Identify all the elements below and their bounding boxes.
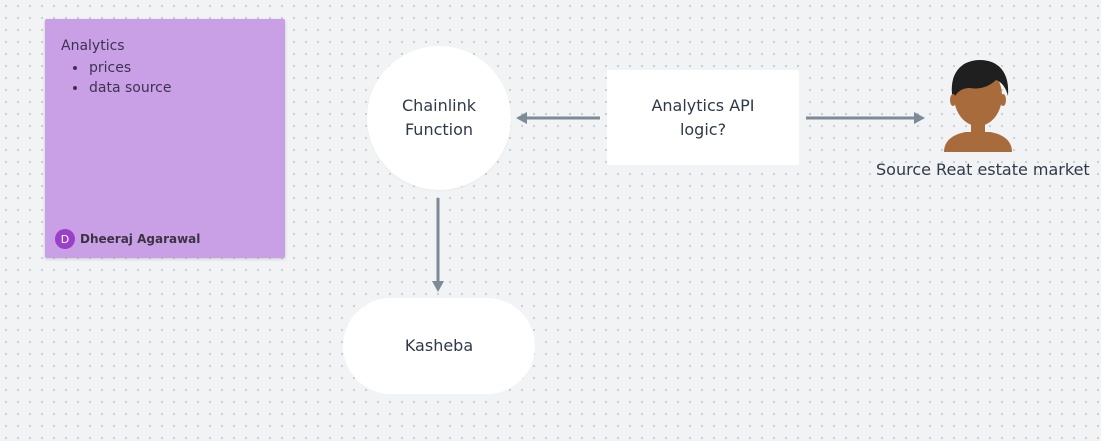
person-hair (951, 60, 1009, 98)
analytics-api-label-line2: logic? (679, 119, 727, 139)
analytics-api-node[interactable]: Analytics API logic? (607, 70, 799, 165)
sticky-note-item: prices (61, 58, 171, 78)
person-shoulders (944, 132, 1012, 152)
sticky-note-title: Analytics (61, 38, 125, 54)
kasheba-node[interactable]: Kasheba (343, 298, 535, 394)
arrow-chainlink-to-kasheba (432, 198, 444, 292)
person-ear-left (950, 94, 956, 106)
sticky-note-author: D Dheeraj Agarawal (55, 229, 200, 249)
author-name: Dheeraj Agarawal (80, 232, 201, 246)
chainlink-function-node[interactable]: Chainlink Function (367, 46, 511, 190)
sticky-note-item: data source (61, 78, 171, 98)
source-market-label: Source Reat estate market (876, 160, 1090, 179)
chainlink-node-label-line2: Function (404, 120, 474, 139)
analytics-api-label-line1: Analytics API (651, 95, 755, 115)
arrow-api-to-source (806, 112, 925, 124)
arrow-api-to-chainlink (516, 112, 600, 124)
sticky-note[interactable]: Analytics prices data source D Dheeraj A… (45, 19, 285, 258)
person-icon[interactable] (936, 58, 1020, 154)
chainlink-node-label-line1: Chainlink (402, 96, 476, 115)
avatar: D (55, 229, 75, 249)
person-ear-right (1000, 94, 1006, 106)
kasheba-label: Kasheba (404, 336, 474, 355)
sticky-note-list: prices data source (61, 58, 171, 98)
